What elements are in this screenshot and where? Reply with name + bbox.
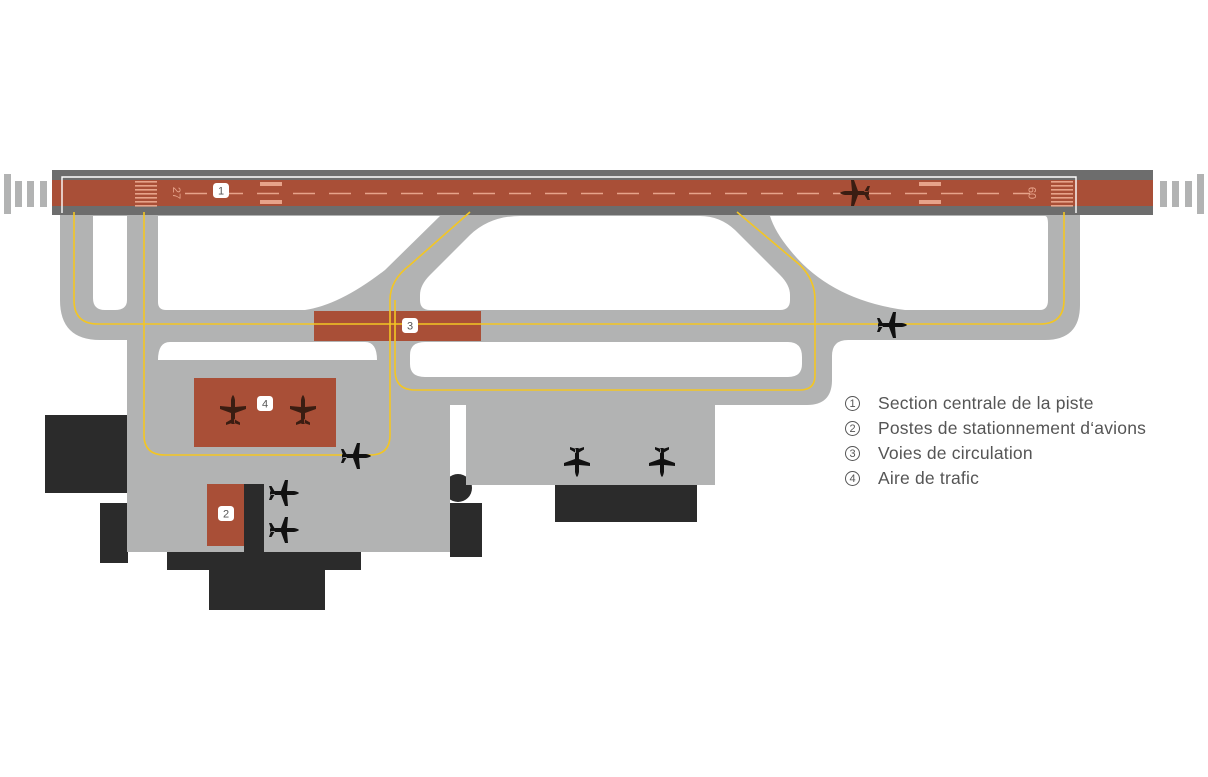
svg-text:1: 1 — [218, 186, 224, 198]
apron-area — [194, 378, 336, 447]
legend-item: 3 Voies de circulation — [845, 441, 1185, 466]
approach-lights-west — [4, 174, 47, 214]
legend-item: 1 Section centrale de la piste — [845, 391, 1185, 416]
taxiway-pavement — [60, 212, 1080, 552]
legend-item: 4 Aire de trafic — [845, 466, 1185, 491]
terminal-buildings — [45, 415, 697, 610]
legend-label: Voies de circulation — [878, 443, 1033, 463]
runway-designator-west: 27 — [170, 187, 182, 199]
legend: 1 Section centrale de la piste 2 Postes … — [845, 391, 1185, 491]
approach-lights-east — [1160, 174, 1204, 214]
legend-label: Aire de trafic — [878, 468, 980, 488]
legend-number: 2 — [845, 421, 860, 436]
marker-stands: 2 — [218, 506, 234, 521]
legend-number: 1 — [845, 396, 860, 411]
touchdown-markings — [260, 182, 941, 204]
taxiway-centrelines — [73, 211, 1065, 456]
marker-taxiway: 3 — [402, 318, 418, 333]
pier — [244, 484, 264, 554]
legend-label: Postes de stationnement d‘avions — [878, 418, 1147, 438]
runway-designator-east: 09 — [1027, 187, 1039, 199]
runway: 27 09 — [52, 170, 1153, 215]
taxiway-section-highlight — [314, 311, 481, 341]
marker-runway: 1 — [213, 183, 229, 198]
legend-label: Section centrale de la piste — [878, 393, 1094, 413]
legend-number: 4 — [845, 471, 860, 486]
threshold-markings-west — [135, 181, 157, 207]
legend-item: 2 Postes de stationnement d‘avions — [845, 416, 1185, 441]
svg-text:2: 2 — [223, 509, 229, 521]
svg-text:3: 3 — [407, 321, 413, 333]
legend-number: 3 — [845, 446, 860, 461]
marker-apron: 4 — [257, 396, 273, 411]
svg-text:4: 4 — [262, 399, 268, 411]
threshold-markings-east — [1051, 181, 1073, 207]
